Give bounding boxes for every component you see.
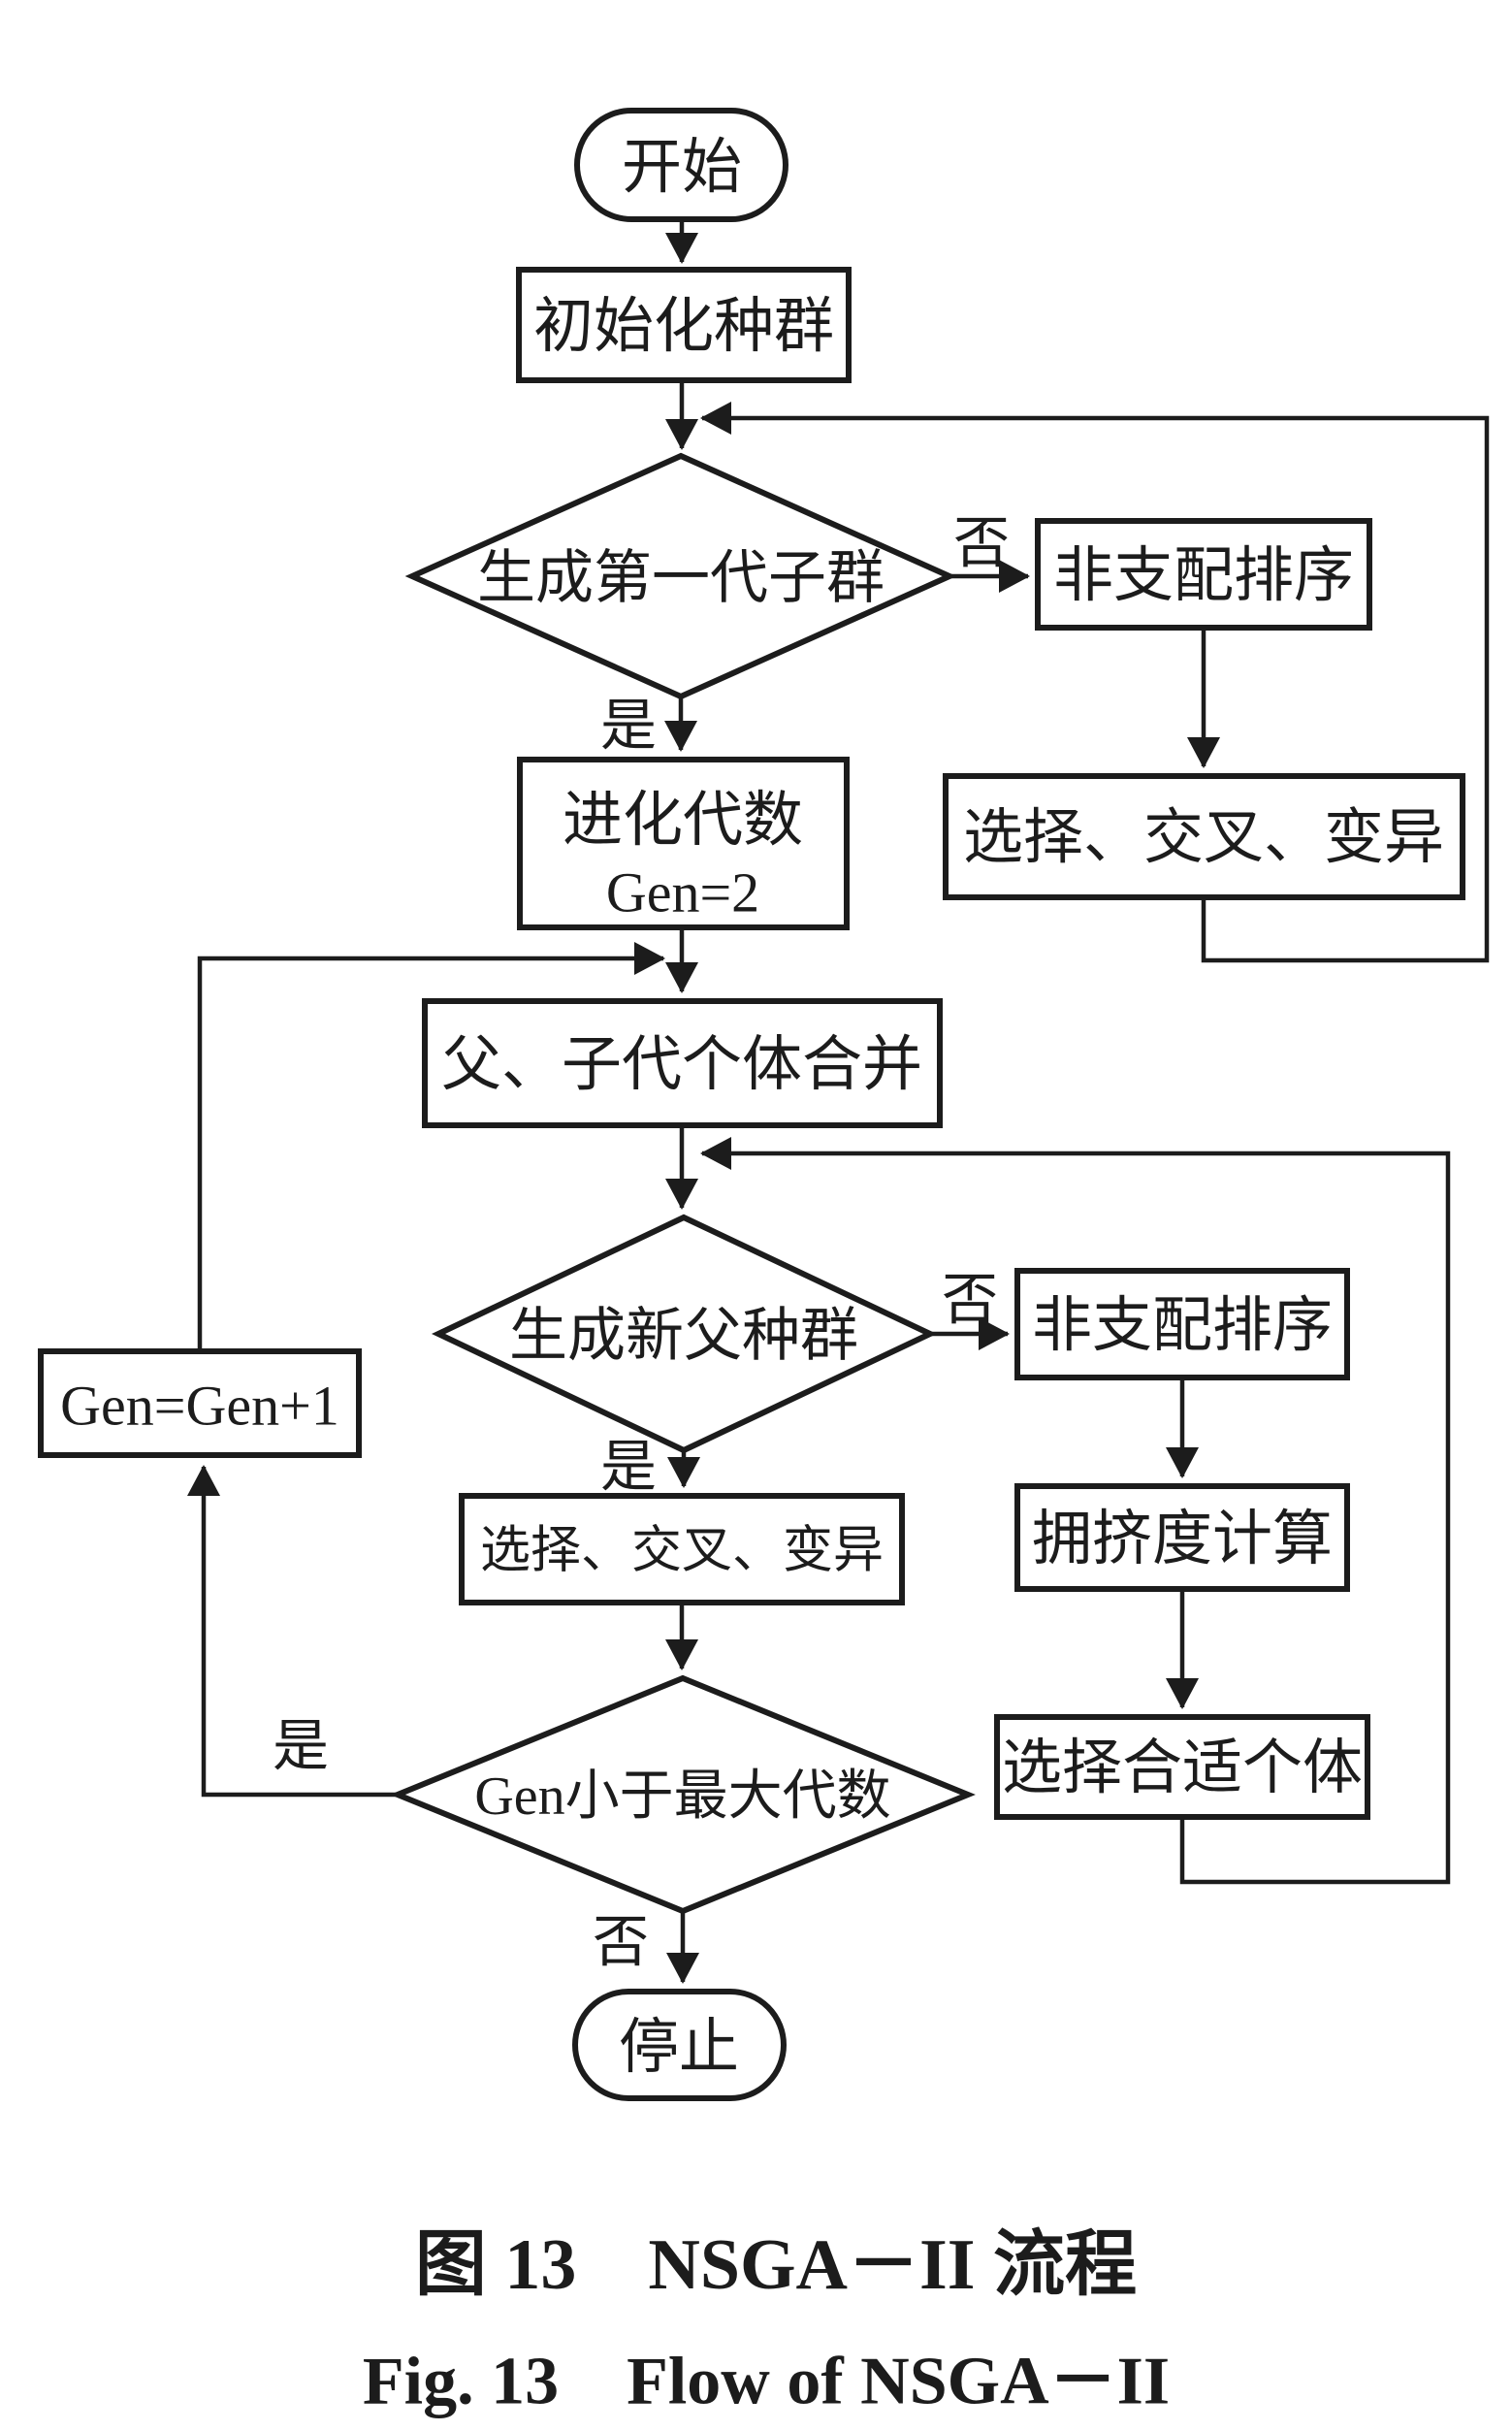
gen2-label-line1: 进化代数 xyxy=(563,788,803,854)
diamond2-label: 生成新父种群 xyxy=(509,1304,858,1368)
diamond1-label: 生成第一代子群 xyxy=(477,546,885,610)
scm2-label: 选择、交叉、变异 xyxy=(480,1524,884,1579)
node-diamond-max-generation: Gen小于最大代数 xyxy=(390,1674,976,1915)
scm1-process-shape xyxy=(943,773,1465,900)
init-process-shape xyxy=(516,267,852,383)
diamond3-label: Gen小于最大代数 xyxy=(474,1767,890,1827)
node-crowding-distance: 拥挤度计算 xyxy=(1014,1483,1350,1592)
diamond2-shape xyxy=(431,1214,938,1454)
crowding-process-shape xyxy=(1014,1483,1350,1592)
nds1-label: 非支配排序 xyxy=(1053,543,1354,609)
stop-label: 停止 xyxy=(619,2015,739,2081)
no-label-3: 否 xyxy=(593,1911,649,1974)
merge-process-shape xyxy=(422,998,943,1128)
nds1-process-shape xyxy=(1035,518,1372,631)
edges xyxy=(187,219,1490,1984)
node-select-cross-mutate-1: 选择、交叉、变异 xyxy=(943,773,1465,900)
figure-captions: 图 13 NSGA－II 流程 Fig. 13 Flow of NSGA－II xyxy=(363,2225,1170,2419)
node-nondominated-sort-1: 非支配排序 xyxy=(1035,518,1372,631)
node-diamond-new-parent: 生成新父种群 xyxy=(431,1214,938,1454)
stop-terminator-shape xyxy=(572,1989,787,2101)
edge-geninc-mainline xyxy=(197,942,665,1351)
gen2-process-shape xyxy=(517,757,850,930)
node-nondominated-sort-2: 非支配排序 xyxy=(1014,1268,1350,1380)
edge-loop2-return xyxy=(700,1137,1451,1885)
nds2-process-shape xyxy=(1014,1268,1350,1380)
start-label: 开始 xyxy=(622,135,742,201)
diamond3-shape xyxy=(390,1674,976,1915)
node-gen-increment: Gen=Gen+1 xyxy=(38,1348,362,1458)
scm1-label: 选择、交叉、变异 xyxy=(963,805,1444,871)
node-merge-parent-offspring: 父、子代个体合并 xyxy=(422,998,943,1128)
geninc-process-shape xyxy=(38,1348,362,1458)
geninc-label: Gen=Gen+1 xyxy=(60,1375,339,1438)
diamond1-shape xyxy=(404,452,957,700)
node-start: 开始 xyxy=(574,108,788,222)
select-label: 选择合适个体 xyxy=(1002,1735,1363,1801)
edge-diamond3-yes-geninc xyxy=(187,1465,398,1798)
start-terminator-shape xyxy=(574,108,788,222)
node-select-cross-mutate-2: 选择、交叉、变异 xyxy=(459,1493,905,1605)
node-select-suitable: 选择合适个体 xyxy=(994,1714,1370,1820)
node-init-population: 初始化种群 xyxy=(516,267,852,383)
node-generation-gen2: 进化代数 Gen=2 xyxy=(517,757,850,930)
node-stop: 停止 xyxy=(572,1989,787,2101)
nds2-label: 非支配排序 xyxy=(1032,1293,1333,1359)
scm2-process-shape xyxy=(459,1493,905,1605)
no-label-1: 否 xyxy=(953,512,1010,575)
yes-label-3: 是 xyxy=(273,1715,329,1778)
yes-label-2: 是 xyxy=(600,1436,657,1499)
edge-loop1-return xyxy=(700,402,1490,963)
yes-label-1: 是 xyxy=(600,695,657,758)
select-process-shape xyxy=(994,1714,1370,1820)
node-diamond-first-offspring: 生成第一代子群 xyxy=(404,452,957,700)
crowding-label: 拥挤度计算 xyxy=(1032,1507,1333,1572)
edge-labels: 是 否 是 否 是 否 xyxy=(273,512,1010,1974)
caption-zh: 图 13 NSGA－II 流程 xyxy=(415,2225,1137,2305)
gen2-label-line2: Gen=2 xyxy=(606,861,759,924)
caption-en: Fig. 13 Flow of NSGA－II xyxy=(363,2345,1170,2419)
merge-label: 父、子代个体合并 xyxy=(441,1032,922,1098)
init-label: 初始化种群 xyxy=(533,294,834,360)
no-label-2: 否 xyxy=(942,1269,998,1332)
